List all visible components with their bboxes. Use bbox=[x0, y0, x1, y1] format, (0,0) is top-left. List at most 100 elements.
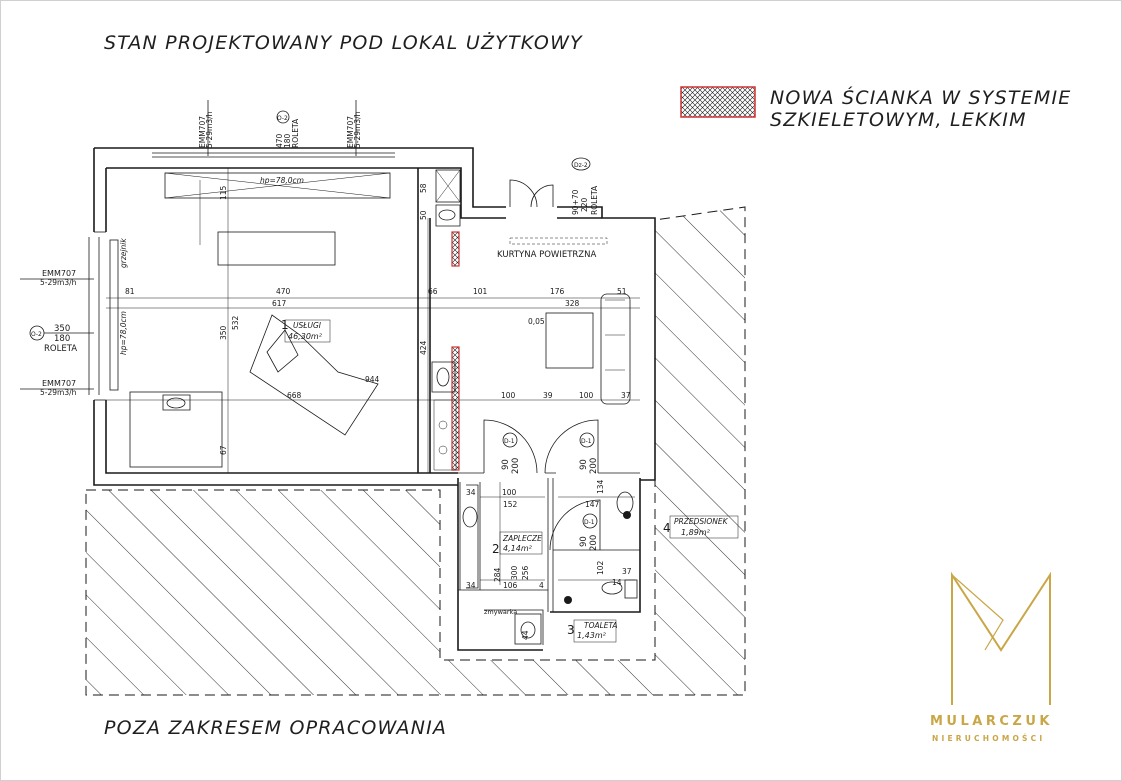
hatch-boundary bbox=[85, 206, 746, 696]
dim-81: 81 bbox=[125, 287, 135, 296]
svg-text:46,30m²: 46,30m² bbox=[288, 332, 323, 341]
svg-text:1,43m²: 1,43m² bbox=[577, 631, 607, 640]
svg-text:1,89m²: 1,89m² bbox=[681, 528, 711, 537]
door-d1-a-height: 200 bbox=[511, 458, 521, 474]
legend-line-2: SZKIELETOWYM, LEKKIM bbox=[770, 109, 1027, 131]
window-o2-top-size1: 470 bbox=[275, 133, 284, 148]
window-o2-left-type: ROLETA bbox=[44, 344, 77, 354]
dim-101: 101 bbox=[473, 287, 488, 296]
dim-37a: 37 bbox=[621, 391, 631, 400]
logo-name: MULARCZUK bbox=[930, 714, 1053, 729]
dim-14: 14 bbox=[612, 578, 622, 587]
logo-sub: NIERUCHOMOŚCI bbox=[932, 734, 1045, 743]
dimension-lines bbox=[106, 168, 640, 585]
legend-line-1: NOWA ŚCIANKA W SYSTEMIE bbox=[770, 85, 1071, 109]
door-d1-b-tag: D-1 bbox=[581, 438, 592, 445]
vent-top-2-flow: 5-29m3/h bbox=[353, 111, 362, 148]
door-dz2-tag-circle bbox=[571, 157, 591, 171]
hp-left-label: hp=78,0cm bbox=[119, 311, 128, 355]
vent-top-1-flow: 5-29m3/h bbox=[205, 111, 214, 148]
door-d1-b-height: 200 bbox=[589, 458, 599, 474]
dim-668: 668 bbox=[287, 391, 302, 400]
window-o2-left-tag: O-2 bbox=[31, 331, 42, 338]
window-o2-top-tag-circle bbox=[276, 110, 290, 124]
vent-top-2-model: EMM707 bbox=[346, 116, 355, 148]
dim-34b: 34 bbox=[466, 581, 476, 590]
dim-4: 4 bbox=[539, 581, 544, 590]
vent-left-1-flow: 5-29m3/h bbox=[40, 278, 77, 287]
dim-147: 147 bbox=[585, 500, 600, 509]
doors bbox=[483, 179, 601, 551]
door-d1-c-width: 90 bbox=[579, 536, 589, 547]
dim-944: 944 bbox=[365, 375, 380, 384]
door-dz2-tag: Dz-2 bbox=[574, 162, 588, 169]
door-dz2-type: ROLETA bbox=[590, 185, 599, 215]
svg-text:3: 3 bbox=[567, 623, 575, 637]
page-title: STAN PROJEKTOWANY POD LOKAL UŻYTKOWY bbox=[104, 31, 583, 54]
level-label: 0,05 bbox=[528, 317, 545, 326]
dim-39: 39 bbox=[543, 391, 553, 400]
walls bbox=[88, 147, 656, 651]
window-o2-left-size1: 350 bbox=[54, 324, 70, 334]
dim-51: 51 bbox=[617, 287, 627, 296]
hp-top-label: hp=78,0cm bbox=[260, 176, 304, 185]
door-d1-b-width: 90 bbox=[579, 459, 589, 470]
legend: NOWA ŚCIANKA W SYSTEMIE SZKIELETOWYM, LE… bbox=[680, 85, 1071, 131]
legend-swatch bbox=[680, 86, 756, 118]
vent-top-1-model: EMM707 bbox=[198, 116, 207, 148]
svg-text:USŁUGI: USŁUGI bbox=[293, 321, 322, 330]
dim-532: 532 bbox=[231, 315, 240, 330]
window-o2-top-size2: 180 bbox=[283, 133, 292, 148]
dim-176: 176 bbox=[550, 287, 565, 296]
door-d1-c-height: 200 bbox=[589, 535, 599, 551]
dim-470: 470 bbox=[276, 287, 291, 296]
door-d1-a-width: 90 bbox=[501, 459, 511, 470]
dimension-values: 115 58 50 81 470 66 101 176 51 617 328 5… bbox=[125, 183, 632, 640]
footer-note: POZA ZAKRESEM OPRACOWANIA bbox=[104, 717, 447, 739]
dim-44: 44 bbox=[521, 630, 530, 640]
dim-37b: 37 bbox=[622, 567, 632, 576]
svg-text:PRZEDSIONEK: PRZEDSIONEK bbox=[674, 517, 729, 526]
dim-50: 50 bbox=[419, 210, 428, 220]
logo-mark bbox=[951, 571, 1051, 705]
dim-134: 134 bbox=[596, 479, 605, 494]
dim-617: 617 bbox=[272, 299, 287, 308]
dim-66: 66 bbox=[428, 287, 438, 296]
dim-284: 284 bbox=[493, 567, 502, 582]
dim-115: 115 bbox=[219, 185, 228, 200]
dim-100a: 100 bbox=[501, 391, 516, 400]
room-4-label: 4 PRZEDSIONEK 1,89m² bbox=[663, 515, 739, 539]
dim-100b: 100 bbox=[579, 391, 594, 400]
dim-256: 256 bbox=[521, 565, 530, 580]
annotations: EMM707 5-29m3/h EMM707 5-29m3/h O-2 470 … bbox=[20, 100, 608, 616]
dim-106: 106 bbox=[503, 581, 518, 590]
vent-left-1-model: EMM707 bbox=[42, 269, 76, 278]
svg-text:ZAPLECZE: ZAPLECZE bbox=[502, 534, 542, 543]
door-dz2-size2: 220 bbox=[580, 197, 589, 212]
svg-text:TOALETA: TOALETA bbox=[584, 621, 618, 630]
out-of-scope-zones bbox=[85, 206, 746, 696]
dim-350: 350 bbox=[219, 325, 228, 340]
dim-58: 58 bbox=[419, 183, 428, 193]
air-curtain-label: KURTYNA POWIETRZNA bbox=[497, 250, 596, 260]
window-o2-top-tag: O-2 bbox=[277, 115, 288, 122]
room-2-label: 2 ZAPLECZE 4,14m² bbox=[492, 531, 543, 556]
door-d1-a-tag: D-1 bbox=[504, 438, 515, 445]
dishwasher-label: zmywarka bbox=[484, 608, 517, 616]
dim-152: 152 bbox=[503, 500, 518, 509]
dim-424: 424 bbox=[419, 340, 428, 355]
door-dz2-size1: 90+70 bbox=[571, 189, 580, 215]
door-d1-c-tag: D-1 bbox=[584, 519, 595, 526]
room-labels: 1 USŁUGI 46,30m² 2 ZAPLECZE 4,14m² 3 TOA… bbox=[281, 318, 739, 643]
dim-102: 102 bbox=[596, 560, 605, 575]
room-1-label: 1 USŁUGI 46,30m² bbox=[281, 318, 331, 343]
dim-67: 67 bbox=[219, 445, 228, 455]
hatch-area bbox=[86, 207, 745, 695]
window-o2-left-size2: 180 bbox=[54, 334, 70, 344]
dim-300: 300 bbox=[510, 565, 519, 580]
room-3-label: 3 TOALETA 1,43m² bbox=[567, 619, 618, 643]
radiator-label: grzejnik bbox=[119, 238, 128, 268]
fixtures bbox=[109, 169, 638, 645]
svg-text:2: 2 bbox=[492, 542, 500, 556]
